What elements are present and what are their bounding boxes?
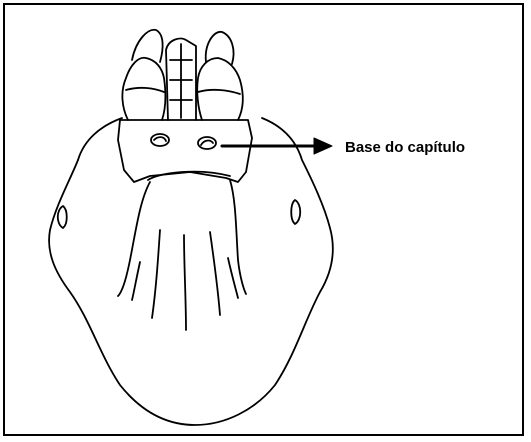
inner-groove-5 [228, 258, 238, 298]
porose-detail-right [201, 141, 213, 145]
inner-groove-2 [184, 235, 186, 330]
left-palp-segment [126, 88, 164, 92]
right-palp-segment [198, 90, 240, 94]
body-outline [49, 118, 333, 425]
callout-arrow-head [314, 138, 332, 154]
left-palp-tip [132, 30, 163, 62]
left-lateral-spot [58, 206, 67, 228]
inner-fold-left [118, 182, 150, 296]
inner-groove-3 [210, 232, 220, 315]
right-lateral-spot [291, 200, 300, 224]
porose-detail-left [154, 137, 166, 141]
callout-label: Base do capítulo [345, 138, 465, 158]
inner-groove-1 [152, 230, 160, 318]
inner-groove-4 [132, 262, 140, 300]
